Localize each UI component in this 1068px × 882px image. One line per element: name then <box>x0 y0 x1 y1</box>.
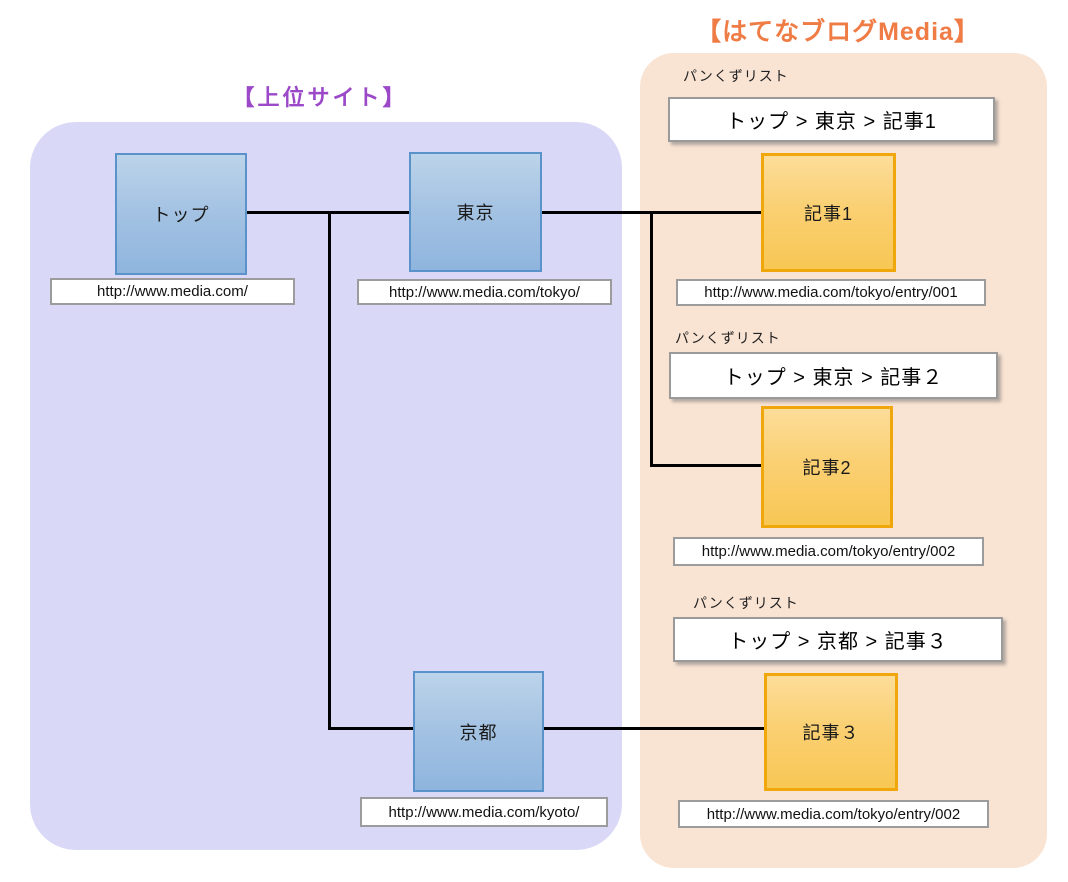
connector-vertical-to-kyoto <box>328 211 331 730</box>
node-article3: 記事３ <box>764 673 898 791</box>
breadcrumb-caption-3: パンくずリスト <box>693 595 799 611</box>
connector-vertical-to-article2 <box>650 211 653 467</box>
node-top-label: トップ <box>152 205 210 225</box>
url-box-top: http://www.media.com/ <box>50 278 295 305</box>
breadcrumb-caption-2: パンくずリスト <box>675 330 781 346</box>
url-box-kyoto: http://www.media.com/kyoto/ <box>360 797 608 827</box>
node-article1: 記事1 <box>761 153 896 272</box>
breadcrumb-box-3: トップ > 京都 > 記事３ <box>673 617 1003 662</box>
node-top: トップ <box>115 153 247 275</box>
url-box-article2: http://www.media.com/tokyo/entry/002 <box>673 537 984 566</box>
breadcrumb-box-1: トップ > 東京 > 記事1 <box>668 97 995 142</box>
node-article2: 記事2 <box>761 406 893 528</box>
node-kyoto: 京都 <box>413 671 544 792</box>
node-article3-label: 記事３ <box>802 723 860 743</box>
connector-kyoto-to-article3 <box>543 727 766 730</box>
node-tokyo: 東京 <box>409 152 542 272</box>
breadcrumb-box-2: トップ > 東京 > 記事２ <box>669 352 998 399</box>
node-kyoto-label: 京都 <box>459 722 498 743</box>
node-article1-label: 記事1 <box>803 203 853 224</box>
hatena-media-title: 【はてなブログMedia】 <box>696 18 980 46</box>
url-box-article1: http://www.media.com/tokyo/entry/001 <box>676 279 986 306</box>
connector-into-article2 <box>650 464 763 467</box>
url-box-tokyo: http://www.media.com/tokyo/ <box>357 279 612 305</box>
url-box-article3: http://www.media.com/tokyo/entry/002 <box>678 800 989 828</box>
node-article2-label: 記事2 <box>802 458 852 478</box>
connector-into-kyoto <box>328 727 415 730</box>
breadcrumb-caption-1: パンくずリスト <box>683 68 789 84</box>
upper-site-title: 【上位サイト】 <box>232 85 408 110</box>
node-tokyo-label: 東京 <box>456 203 495 223</box>
